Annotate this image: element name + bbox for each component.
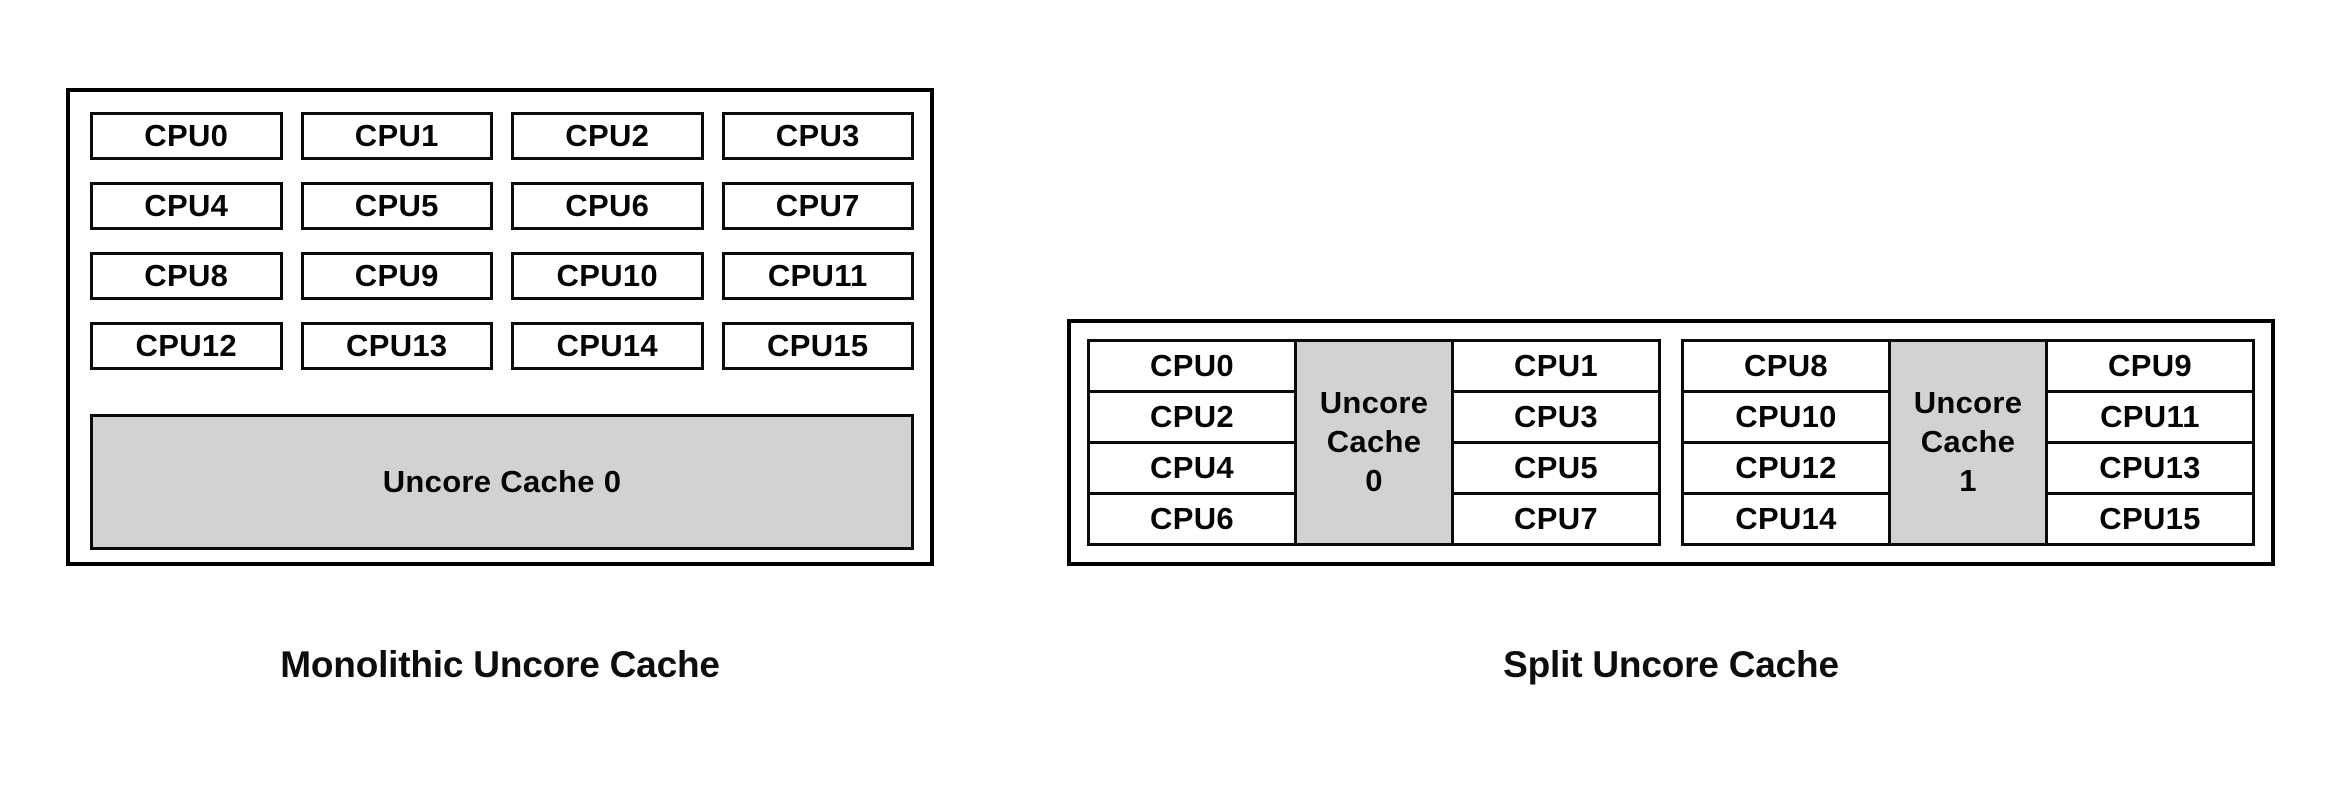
cpu-column-left: CPU8 CPU10 CPU12 CPU14 [1684,342,1888,543]
cpu-box: CPU3 [1454,393,1658,444]
cpu-box: CPU15 [2048,495,2252,543]
cpu-box: CPU5 [1454,444,1658,495]
cpu-box: CPU2 [511,112,704,160]
cpu-box: CPU14 [1684,495,1888,543]
uncore-cluster: CPU8 CPU10 CPU12 CPU14 Uncore Cache 1 CP… [1681,339,2255,546]
cpu-box: CPU1 [300,112,493,160]
cpu-box: CPU10 [511,252,704,300]
uncore-cache-line: 0 [1365,462,1383,498]
cpu-row: CPU0 CPU1 CPU2 CPU3 [90,112,914,160]
cpu-box: CPU7 [1454,495,1658,543]
cpu-box: CPU13 [2048,444,2252,495]
cpu-box: CPU5 [300,182,493,230]
cpu-box: CPU9 [300,252,493,300]
cpu-box: CPU6 [1090,495,1294,543]
cpu-box: CPU13 [300,322,493,370]
cpu-box: CPU7 [721,182,914,230]
cpu-box: CPU15 [721,322,914,370]
uncore-cluster: CPU0 CPU2 CPU4 CPU6 Uncore Cache 0 CPU1 … [1087,339,1661,546]
cpu-box: CPU6 [511,182,704,230]
monolithic-caption: Monolithic Uncore Cache [280,644,720,685]
cpu-column-right: CPU1 CPU3 CPU5 CPU7 [1454,342,1658,543]
uncore-cache-line: Cache [1326,424,1422,460]
split-uncore-diagram: CPU0 CPU2 CPU4 CPU6 Uncore Cache 0 CPU1 … [1067,319,2275,566]
cpu-box: CPU9 [2048,342,2252,393]
cpu-row: CPU4 CPU5 CPU6 CPU7 [90,182,914,230]
cpu-box: CPU0 [90,112,283,160]
cpu-row: CPU12 CPU13 CPU14 CPU15 [90,322,914,370]
split-cluster-container: CPU0 CPU2 CPU4 CPU6 Uncore Cache 0 CPU1 … [1087,339,2255,546]
cpu-box: CPU0 [1090,342,1294,393]
uncore-cache-block: Uncore Cache 1 [1888,342,2048,543]
cpu-box: CPU14 [511,322,704,370]
monolithic-uncore-diagram: CPU0 CPU1 CPU2 CPU3 CPU4 CPU5 CPU6 CPU7 … [66,88,934,566]
cpu-box: CPU8 [90,252,283,300]
cpu-box: CPU8 [1684,342,1888,393]
uncore-cache-line: Cache [1920,424,2016,460]
cpu-column-left: CPU0 CPU2 CPU4 CPU6 [1090,342,1294,543]
cpu-box: CPU4 [1090,444,1294,495]
cpu-box: CPU4 [90,182,283,230]
cpu-box: CPU10 [1684,393,1888,444]
cpu-row: CPU8 CPU9 CPU10 CPU11 [90,252,914,300]
split-caption: Split Uncore Cache [1503,644,1839,685]
uncore-cache-line: Uncore [1319,385,1429,421]
cpu-box: CPU3 [721,112,914,160]
uncore-cache-line: Uncore [1913,385,2023,421]
uncore-cache-line: 1 [1959,462,1977,498]
cpu-box: CPU1 [1454,342,1658,393]
cpu-column-right: CPU9 CPU11 CPU13 CPU15 [2048,342,2252,543]
cpu-box: CPU12 [90,322,283,370]
cpu-box: CPU11 [721,252,914,300]
uncore-cache-block: Uncore Cache 0 [1294,342,1454,543]
uncore-cache-block: Uncore Cache 0 [90,414,914,550]
cpu-box: CPU11 [2048,393,2252,444]
cpu-box: CPU12 [1684,444,1888,495]
cpu-box: CPU2 [1090,393,1294,444]
monolithic-cpu-grid: CPU0 CPU1 CPU2 CPU3 CPU4 CPU5 CPU6 CPU7 … [90,112,914,550]
